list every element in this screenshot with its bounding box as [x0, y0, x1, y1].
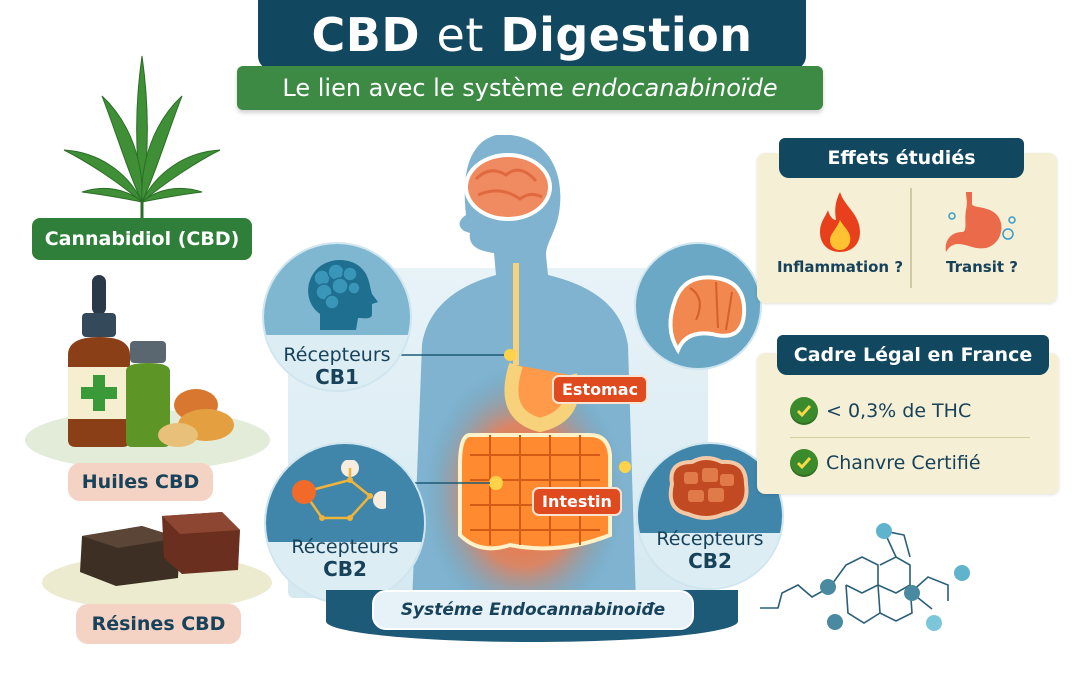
- legal-panel-title: Cadre Légal en France: [777, 335, 1049, 375]
- legal-item-thc: < 0,3% de THC: [790, 397, 971, 425]
- intestine-icon: [668, 275, 747, 355]
- molecule-node-icon: [292, 460, 386, 521]
- receptor-cb1-line1: Récepteurs: [283, 344, 391, 366]
- page-subtitle: Le lien avec le système endocanabinoïde: [282, 74, 778, 102]
- receptor-cb2-right-line2: CB2: [688, 549, 732, 573]
- system-label: Systéme Endocannabinoiđe: [372, 590, 694, 630]
- check-icon: [790, 397, 818, 425]
- brain-head-icon: [308, 259, 378, 330]
- effects-divider: [910, 188, 912, 288]
- legal-divider: [790, 437, 1030, 438]
- check-icon: [790, 449, 818, 477]
- effect-transit: Transit ?: [912, 190, 1052, 276]
- resin-blocks-icon: [80, 512, 240, 586]
- tissue-cells-icon: [668, 456, 749, 520]
- receptor-cb2-right-line1: Récepteurs: [656, 528, 764, 550]
- receptor-cb1-line2: CB1: [315, 365, 359, 389]
- receptor-cb2-left-line2: CB2: [323, 557, 367, 581]
- fire-icon: [820, 192, 860, 252]
- cbd-badge: Cannabidiol (CBD): [32, 218, 252, 260]
- resin-label: Résines CBD: [76, 604, 241, 644]
- effect-inflammation: Inflammation ?: [770, 190, 910, 276]
- stomach-tag: Estomac: [552, 375, 649, 404]
- cannabis-leaf-icon: [63, 55, 221, 222]
- page-title: CBD et Digestion: [311, 8, 753, 62]
- gut-detail-circle: [634, 242, 762, 370]
- oil-label: Huiles CBD: [68, 463, 213, 501]
- legal-item-hemp: Chanvre Certifié: [790, 449, 981, 477]
- oil-bottles-icon: [68, 275, 234, 447]
- receptor-cb1: Récepteurs CB1: [262, 242, 412, 392]
- receptor-cb2-left: Récepteurs CB2: [264, 442, 426, 604]
- effects-panel: [757, 153, 1057, 303]
- subtitle-banner: Le lien avec le système endocanabinoïde: [237, 66, 823, 110]
- stomach-icon: [945, 192, 1016, 252]
- title-banner: CBD et Digestion: [258, 0, 806, 70]
- effects-panel-title: Effets étudiés: [779, 138, 1024, 178]
- intestine-tag: Intestin: [532, 487, 622, 516]
- molecule-structure-icon: [760, 523, 970, 631]
- receptor-cb2-left-line1: Récepteurs: [291, 536, 399, 558]
